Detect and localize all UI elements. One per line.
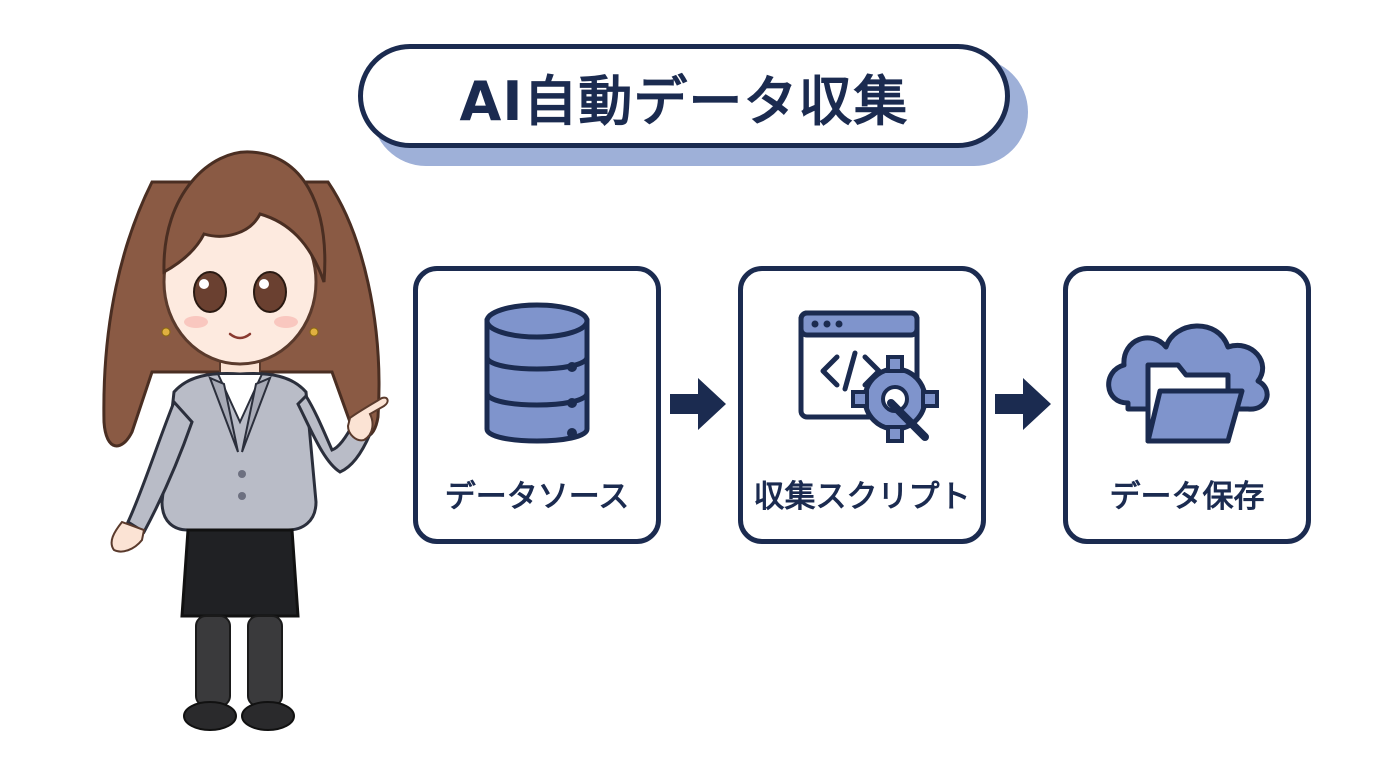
step-card-data-storage: データ保存 <box>1063 266 1311 544</box>
code-window-gear-icon <box>798 310 939 443</box>
cloud-folder-icon <box>1106 323 1270 444</box>
step-card-data-source: データソース <box>413 266 661 544</box>
arrow-right-icon <box>995 378 1051 430</box>
arrow-right-icon <box>670 378 726 430</box>
diagram-title: AI自動データ収集 <box>459 69 909 133</box>
title-pill: AI自動データ収集 <box>358 44 1010 148</box>
step-label-data-source: データソース <box>444 479 630 515</box>
step-label-collection-script: 収集スクリプト <box>753 479 971 515</box>
step-card-collection-script: 収集スクリプト <box>738 266 986 544</box>
businesswoman-pointing-illustration <box>102 150 389 731</box>
database-icon <box>484 302 590 444</box>
step-label-data-storage: データ保存 <box>1109 479 1265 515</box>
